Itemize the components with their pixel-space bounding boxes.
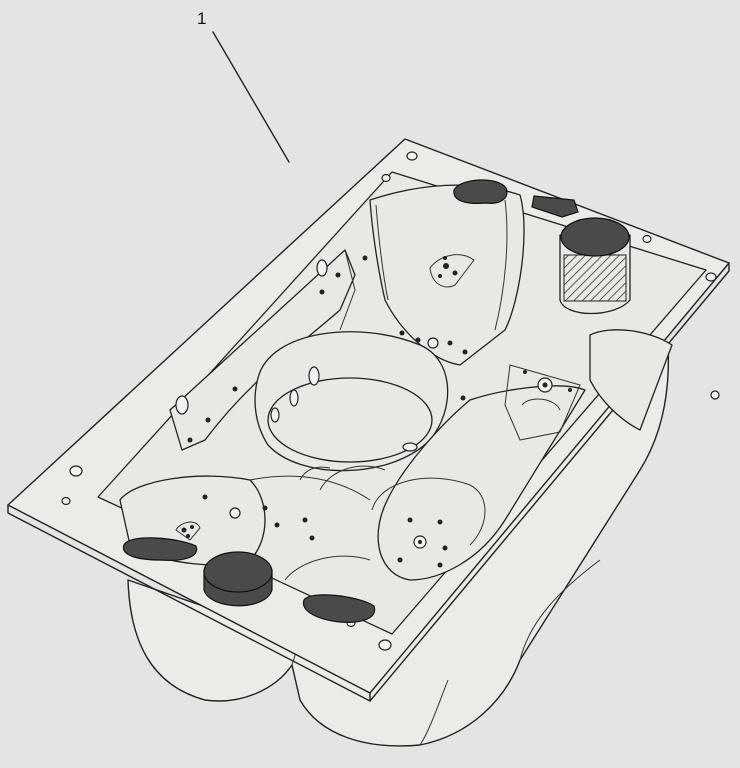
footwell-jet bbox=[175, 395, 189, 415]
headrest-pillow bbox=[453, 179, 508, 204]
seat-back bbox=[369, 184, 525, 366]
front-filter-cap bbox=[203, 551, 273, 607]
footwell-jet bbox=[308, 366, 320, 386]
footwell-floor bbox=[267, 377, 433, 463]
rim-hole bbox=[61, 496, 71, 506]
rim-hole bbox=[69, 465, 83, 477]
headrest-pillow bbox=[531, 195, 579, 218]
right-seat bbox=[589, 329, 673, 431]
reference-numeral-label: 1 bbox=[197, 9, 207, 28]
footwell-jet bbox=[289, 389, 299, 407]
footwell-jet bbox=[270, 407, 280, 423]
jet-cluster bbox=[429, 254, 475, 288]
leader-line bbox=[212, 31, 290, 163]
lounger-headrest-pillow bbox=[302, 594, 376, 623]
rim-hole bbox=[710, 390, 720, 400]
rim-hole bbox=[378, 639, 392, 651]
front-headrest-pillow bbox=[122, 537, 198, 561]
rim-hole bbox=[406, 151, 418, 161]
side-jet-hole bbox=[316, 259, 328, 277]
seat-jet bbox=[427, 337, 439, 349]
filter-cylinder bbox=[559, 217, 631, 315]
front-seat-jet bbox=[229, 507, 241, 519]
lounger bbox=[377, 385, 586, 581]
rim-hole bbox=[381, 173, 391, 183]
footwell-drain bbox=[402, 442, 418, 452]
rim-hole bbox=[642, 234, 652, 244]
rim-hole bbox=[705, 272, 717, 282]
